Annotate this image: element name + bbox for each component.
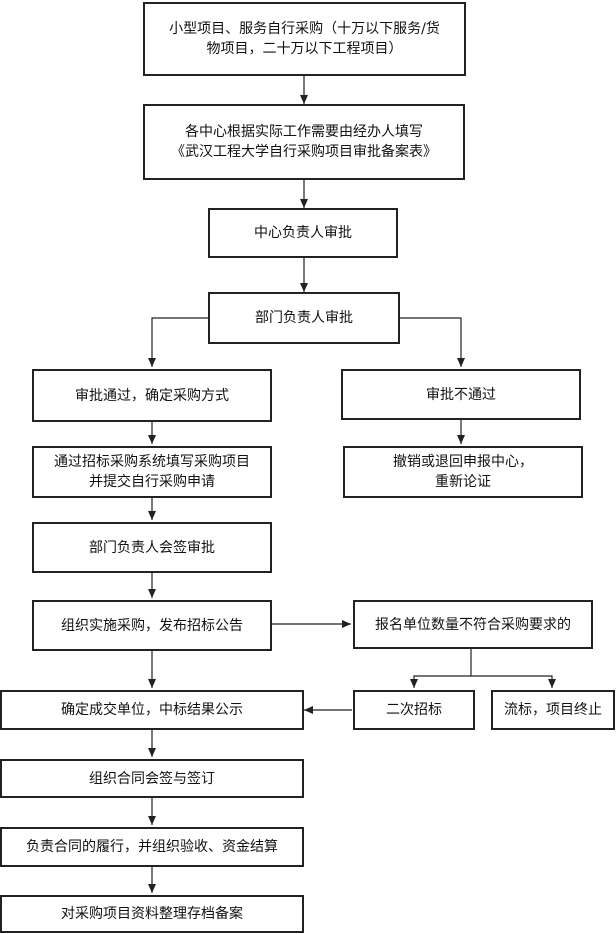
performance-box: 负责合同的履行，并组织验收、资金结算: [0, 827, 304, 867]
failed-box: 流标，项目终止: [491, 690, 615, 730]
fill-form-box: 各中心根据实际工作需要由经办人填写 《武汉工程大学自行采购项目审批备案表》: [143, 104, 465, 180]
archive-box: 对采购项目资料整理存档备案: [0, 895, 304, 933]
dept-approval-box: 部门负责人审批: [208, 292, 400, 344]
arrow-dept-to-rejected: [400, 317, 465, 367]
arrow-insufficient-to-failed: [471, 675, 556, 688]
center-approval-box: 中心负责人审批: [208, 208, 398, 258]
countersign-box: 部门负责人会签审批: [32, 522, 272, 573]
approved-box: 审批通过，确定采购方式: [32, 369, 272, 422]
submit-system-box: 通过招标采购系统填写采购项目 并提交自行采购申请: [32, 446, 272, 498]
arrow-insufficient-to-rebid: [410, 649, 472, 688]
determine-box: 确定成交单位，中标结果公示: [0, 690, 304, 730]
contract-sign-box: 组织合同会签与签订: [0, 759, 304, 798]
rebid-box: 二次招标: [353, 690, 475, 730]
withdraw-box: 撤销或退回申报中心， 重新论证: [343, 446, 583, 498]
start-box: 小型项目、服务自行采购（十万以下服务/货 物项目，二十万以下工程项目）: [143, 2, 466, 76]
announce-box: 组织实施采购，发布招标公告: [32, 600, 272, 651]
arrow-dept-to-approved: [148, 317, 208, 367]
rejected-box: 审批不通过: [341, 369, 581, 420]
insufficient-box: 报名单位数量不符合采购要求的: [353, 600, 593, 649]
